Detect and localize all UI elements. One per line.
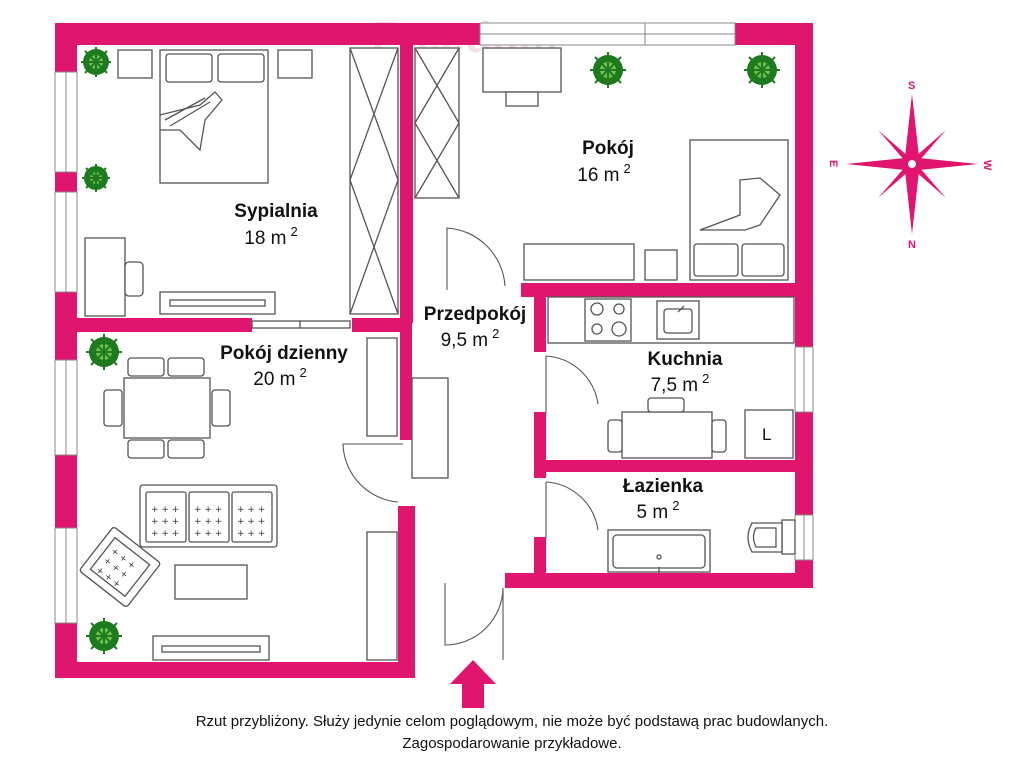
plant-icon [86,618,122,654]
svg-text:+ + +: + + + [151,505,179,515]
room-name-lazienka: Łazienka [623,476,704,497]
disclaimer-line-1: Rzut przybliżony. Służy jedynie celom po… [195,713,829,730]
room-name-kuchnia: Kuchnia [648,349,723,370]
bathroom-furniture [607,519,796,573]
svg-text:+ + +: + + + [237,529,265,539]
entrance-arrow-icon [450,660,496,708]
svg-text:+ + +: + + + [151,529,179,539]
plant-icon [744,52,780,88]
hall-furniture [411,377,449,479]
windows [54,22,814,624]
disclaimer-line-2: Zagospodarowanie przykładowe. [402,735,622,752]
svg-text:+ + +: + + + [194,529,222,539]
compass-north: N [908,239,916,251]
room-name-pokoj-dzienny: Pokój dzienny [220,343,348,364]
bedroom-furniture [84,47,399,317]
svg-text:+ + +: + + + [237,517,265,527]
plants [81,47,780,654]
compass-east: E [827,160,839,167]
room-name-sypialnia: Sypialnia [234,201,318,222]
doors [251,227,599,660]
fridge-label: L [762,425,771,444]
kitchen-furniture: L [547,296,795,459]
compass-rose-icon: S N E W [827,80,993,251]
svg-text:+ + +: + + + [194,517,222,527]
svg-text:+ + +: + + + [151,517,179,527]
room-name-pokoj: Pokój [582,138,634,159]
svg-text:+ + +: + + + [194,505,222,515]
compass-south: S [908,80,915,92]
compass-west: W [981,160,993,171]
plant-icon [86,334,122,370]
room-furniture [414,47,789,281]
svg-text:+ + +: + + + [237,505,265,515]
plant-icon [81,47,111,77]
plant-icon [82,164,110,192]
living-furniture: + + + + + + + + + + + + + + + + + + + + + + +… [79,337,398,661]
plant-icon [590,52,626,88]
room-name-przedpokoj: Przedpokój [424,304,526,325]
